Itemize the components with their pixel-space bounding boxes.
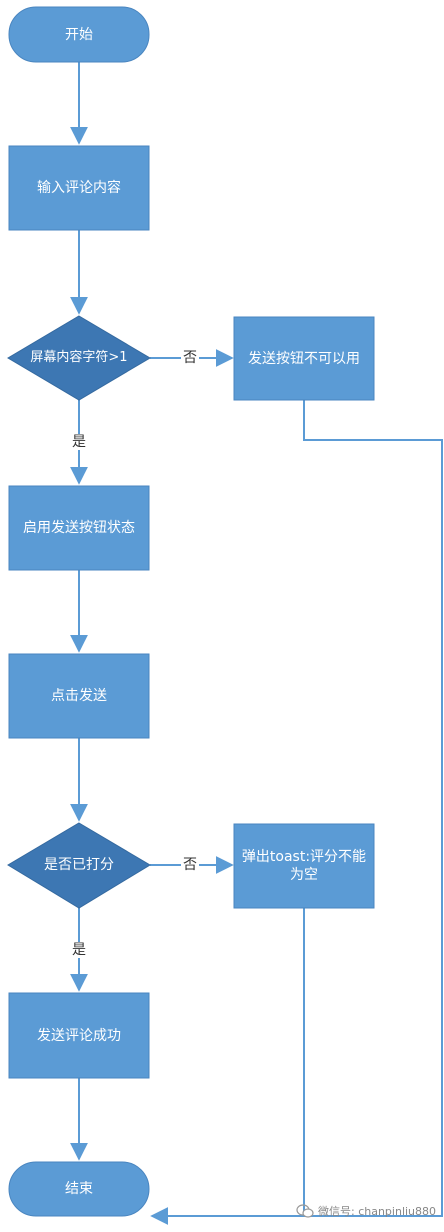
click-send-process: [8, 653, 150, 739]
success-label: 发送评论成功: [37, 1027, 121, 1044]
no-label-1: 否: [181, 350, 199, 366]
toast-process: [233, 823, 375, 909]
end-label: 结束: [65, 1181, 93, 1197]
connectors: [70, 62, 443, 1225]
success-process: [8, 992, 150, 1079]
wechat-icon: [296, 1204, 314, 1218]
send-disabled-process: [233, 316, 375, 401]
edge-disabled-to-end: [150, 400, 443, 1225]
enable-send-process: [8, 485, 150, 571]
char-count-decision: [7, 315, 151, 401]
score-decision-label: 是否已打分: [44, 857, 114, 873]
watermark-text: 微信号: chanpinliu880: [318, 1205, 437, 1218]
send-disabled-label: 发送按钮不可以用: [248, 350, 360, 367]
no-label-2: 否: [181, 857, 199, 873]
click-send-label: 点击发送: [51, 688, 107, 704]
yes-label-1: 是: [70, 434, 88, 450]
toast-label: 弹出toast:评分不能为空: [241, 849, 367, 883]
score-decision: [7, 822, 151, 909]
yes-label-2: 是: [70, 942, 88, 958]
start-label: 开始: [65, 26, 93, 43]
char-count-label: 屏幕内容字符>1: [30, 350, 128, 365]
watermark: 微信号: chanpinliu880: [296, 1200, 442, 1222]
input-label: 输入评论内容: [37, 180, 121, 196]
start-terminator: [8, 6, 150, 63]
input-process: [8, 145, 150, 231]
end-terminator: [8, 1161, 150, 1217]
enable-send-label: 启用发送按钮状态: [23, 520, 135, 536]
